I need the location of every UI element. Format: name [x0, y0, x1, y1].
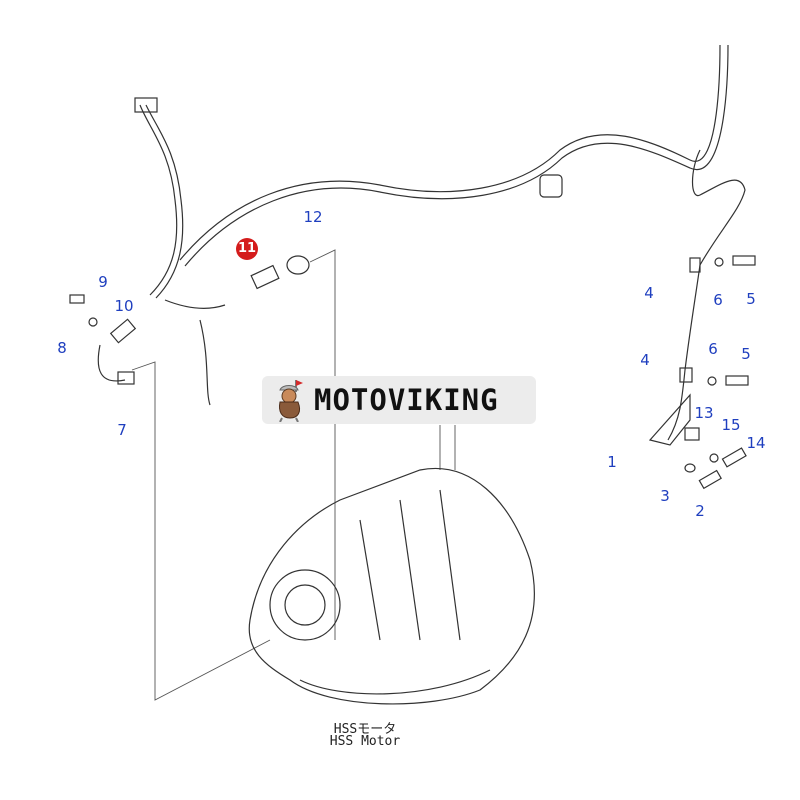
part-11-shape: [250, 264, 280, 290]
callout-3[interactable]: 3: [660, 487, 670, 505]
callout-2[interactable]: 2: [695, 502, 705, 520]
motoviking-watermark: MOTOVIKING: [262, 376, 536, 424]
callout-5-lower[interactable]: 5: [741, 345, 751, 363]
part-12-shape: [286, 255, 310, 275]
bracket-assembly: [648, 255, 756, 490]
callout-9[interactable]: 9: [98, 273, 108, 291]
callout-7[interactable]: 7: [117, 421, 127, 439]
hss-motor: [248, 468, 535, 705]
sensor-cable: [69, 294, 137, 385]
callout-10[interactable]: 10: [114, 297, 134, 315]
callout-1[interactable]: 1: [607, 453, 617, 471]
caption-japanese: HSSモータ: [333, 722, 397, 737]
wire-harness: [134, 44, 746, 441]
callout-15[interactable]: 15: [721, 416, 741, 434]
callout-4-lower[interactable]: 4: [640, 351, 650, 369]
watermark-text: MOTOVIKING: [314, 383, 499, 417]
callout-11-highlighted[interactable]: 11: [236, 238, 258, 260]
callout-6-upper[interactable]: 6: [713, 291, 723, 309]
leader-lines: [131, 249, 456, 701]
callout-6-lower[interactable]: 6: [708, 340, 718, 358]
callout-5-upper[interactable]: 5: [746, 290, 756, 308]
viking-mascot-icon: [279, 380, 303, 422]
callout-13[interactable]: 13: [694, 404, 714, 422]
callout-8[interactable]: 8: [57, 339, 67, 357]
callout-14[interactable]: 14: [746, 434, 766, 452]
callout-4-upper[interactable]: 4: [644, 284, 654, 302]
caption-english: HSS Motor: [329, 734, 401, 749]
callout-12[interactable]: 12: [303, 208, 323, 226]
